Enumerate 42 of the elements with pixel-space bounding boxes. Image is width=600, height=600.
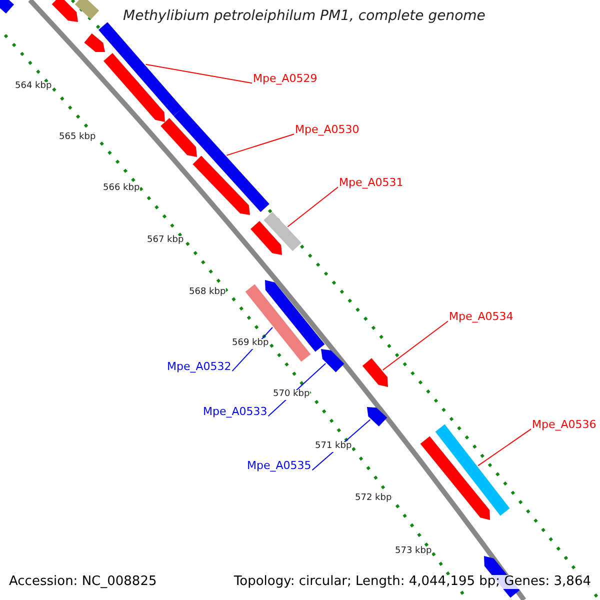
gene-feature (52, 0, 78, 22)
gene-feature (98, 22, 182, 116)
gene-label: Mpe_A0535 (247, 460, 312, 472)
gene-feature (435, 424, 510, 516)
scale-label: 567 kbp (147, 236, 184, 246)
gene-label: Mpe_A0531 (339, 177, 404, 190)
gene-feature (74, 0, 100, 20)
gene-feature (420, 436, 490, 520)
gene-label: Mpe_A0534 (449, 311, 514, 324)
gene-feature (160, 118, 197, 157)
scale-label: 569 kbp (232, 339, 269, 349)
gene-feature (321, 349, 344, 372)
gene-label: Mpe_A0530 (295, 124, 360, 136)
accession-text: Accession: NC_008825 (9, 575, 157, 590)
genome-stats-text: Topology: circular; Length: 4,044,195 bp; Genes: 3,864 (234, 575, 591, 590)
scale-label: 565 kbp (59, 133, 96, 143)
gene-feature (250, 221, 282, 255)
scale-label: 571 kbp (315, 442, 352, 452)
scale-label: 572 kbp (355, 494, 392, 504)
gene-label: Mpe_A0536 (532, 419, 596, 432)
scale-label: 564 kbp (15, 82, 52, 92)
gene-feature (104, 53, 165, 122)
gene-feature (367, 407, 388, 426)
gene-feature (362, 358, 388, 387)
gene-feature (174, 108, 270, 212)
scale-label: 570 kbp (273, 390, 310, 400)
gene-label: Mpe_A0532 (167, 361, 232, 374)
scale-label: 566 kbp (103, 184, 140, 194)
gene-feature (264, 212, 302, 252)
leader-line (382, 320, 448, 370)
gene-feature (84, 33, 105, 52)
map-title: Methylibium petroleiphilum PM1, complete genome (123, 9, 486, 24)
gene-label: Mpe_A0529 (253, 73, 318, 86)
leader-line (478, 428, 532, 466)
gene-feature (192, 156, 250, 215)
leader-line (226, 134, 294, 156)
leader-line (287, 186, 338, 228)
gene-label: Mpe_A0533 (203, 406, 268, 418)
scale-label: 573 kbp (395, 547, 432, 557)
gene-feature (0, 0, 14, 14)
scale-label: 568 kbp (189, 288, 226, 298)
leader-line (145, 64, 252, 84)
